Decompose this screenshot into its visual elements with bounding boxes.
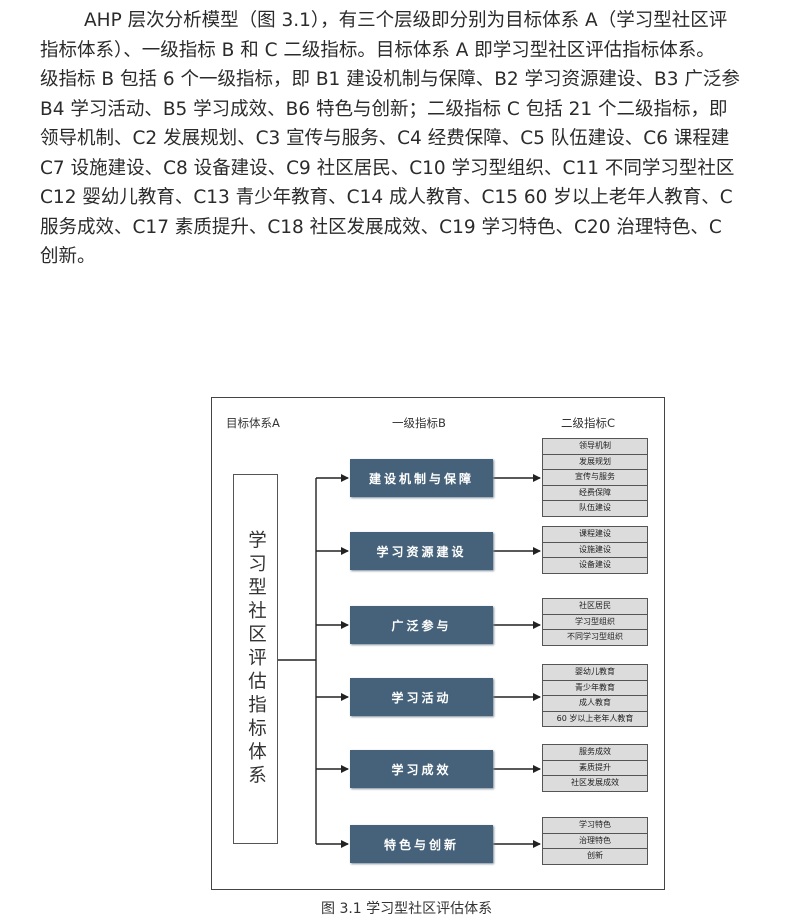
level2-item: 素质提升 bbox=[543, 759, 647, 776]
level2-item: 青少年教育 bbox=[543, 679, 647, 696]
level2-group: 领导机制 发展规划 宣传与服务 经费保障 队伍建设 bbox=[542, 438, 648, 517]
level2-item: 治理特色 bbox=[543, 832, 647, 849]
level2-item: 婴幼儿教育 bbox=[575, 667, 615, 676]
level1-box: 学习活动 bbox=[350, 678, 493, 716]
level1-box: 广泛参与 bbox=[350, 606, 493, 644]
level2-group: 课程建设 设施建设 设备建设 bbox=[542, 526, 648, 574]
level2-group: 学习特色 治理特色 创新 bbox=[542, 817, 648, 865]
level2-item: 服务成效 bbox=[579, 747, 611, 756]
figure-caption: 图 3.1 学习型社区评估体系 bbox=[321, 901, 493, 917]
level2-item: 课程建设 bbox=[579, 529, 611, 538]
level2-item: 经费保障 bbox=[543, 484, 647, 501]
level2-item: 不同学习型组织 bbox=[543, 629, 647, 645]
level2-item: 宣传与服务 bbox=[543, 469, 647, 485]
level2-group: 婴幼儿教育 青少年教育 成人教育 60 岁以上老年人教育 bbox=[542, 664, 648, 727]
level2-group: 社区居民 学习型组织 不同学习型组织 bbox=[542, 598, 648, 646]
paragraph-line: 创新。 bbox=[40, 246, 96, 267]
level2-item: 学习特色 bbox=[579, 820, 611, 829]
target-system-box: 学习型社区评估指标体系 bbox=[233, 474, 278, 844]
connector-lines bbox=[278, 474, 541, 848]
level2-item: 创新 bbox=[543, 848, 647, 864]
level2-item: 社区发展成效 bbox=[543, 775, 647, 791]
level2-item: 设施建设 bbox=[543, 541, 647, 558]
level2-item: 设备建设 bbox=[543, 557, 647, 573]
level1-box: 学习成效 bbox=[350, 750, 493, 788]
header-level-1: 一级指标B bbox=[392, 416, 446, 430]
target-system-label: 学习型社区评估指标体系 bbox=[245, 529, 267, 789]
level1-box: 特色与创新 bbox=[350, 825, 493, 863]
paragraph-line: 指标体系）、一级指标 B 和 C 二级指标。目标体系 A 即学习型社区评估指标体… bbox=[40, 39, 715, 61]
paragraph-line: C12 婴幼儿教育、C13 青少年教育、C14 成人教育、C15 60 岁以上老… bbox=[40, 187, 733, 208]
hierarchy-figure: 目标体系A 一级指标B 二级指标C 学习型社区评估指标体系 建设机制与保障 学习… bbox=[211, 397, 665, 890]
level2-item: 社区居民 bbox=[579, 601, 611, 610]
header-level-2: 二级指标C bbox=[561, 416, 616, 430]
paragraph-line: 领导机制、C2 发展规划、C3 宣传与服务、C4 经费保障、C5 队伍建设、C6… bbox=[40, 128, 730, 149]
level1-box: 学习资源建设 bbox=[350, 532, 493, 570]
paragraph-line: C7 设施建设、C8 设备建设、C9 社区居民、C10 学习型组织、C11 不同… bbox=[40, 157, 735, 179]
level1-box: 建设机制与保障 bbox=[350, 459, 493, 497]
level2-group: 服务成效 素质提升 社区发展成效 bbox=[542, 744, 648, 792]
body-paragraph: AHP 层次分析模型（图 3.1），有三个层级即分别为目标体系 A（学习型社区评… bbox=[40, 6, 800, 272]
paragraph-line: 服务成效、C17 素质提升、C18 社区发展成效、C19 学习特色、C20 治理… bbox=[40, 216, 722, 238]
level2-item: 学习型组织 bbox=[543, 613, 647, 630]
level2-item: 60 岁以上老年人教育 bbox=[543, 710, 647, 727]
paragraph-line: AHP 层次分析模型（图 3.1），有三个层级即分别为目标体系 A（学习型社区评 bbox=[84, 10, 728, 31]
paragraph-line: B4 学习活动、B5 学习成效、B6 特色与创新；二级指标 C 包括 21 个二… bbox=[40, 98, 728, 120]
level2-item: 发展规划 bbox=[543, 453, 647, 470]
level2-item: 队伍建设 bbox=[543, 500, 647, 516]
level2-item: 领导机制 bbox=[579, 441, 611, 450]
paragraph-line: 级指标 B 包括 6 个一级指标，即 B1 建设机制与保障、B2 学习资源建设、… bbox=[40, 69, 740, 90]
header-target-system: 目标体系A bbox=[226, 416, 280, 430]
level2-item: 成人教育 bbox=[543, 695, 647, 711]
